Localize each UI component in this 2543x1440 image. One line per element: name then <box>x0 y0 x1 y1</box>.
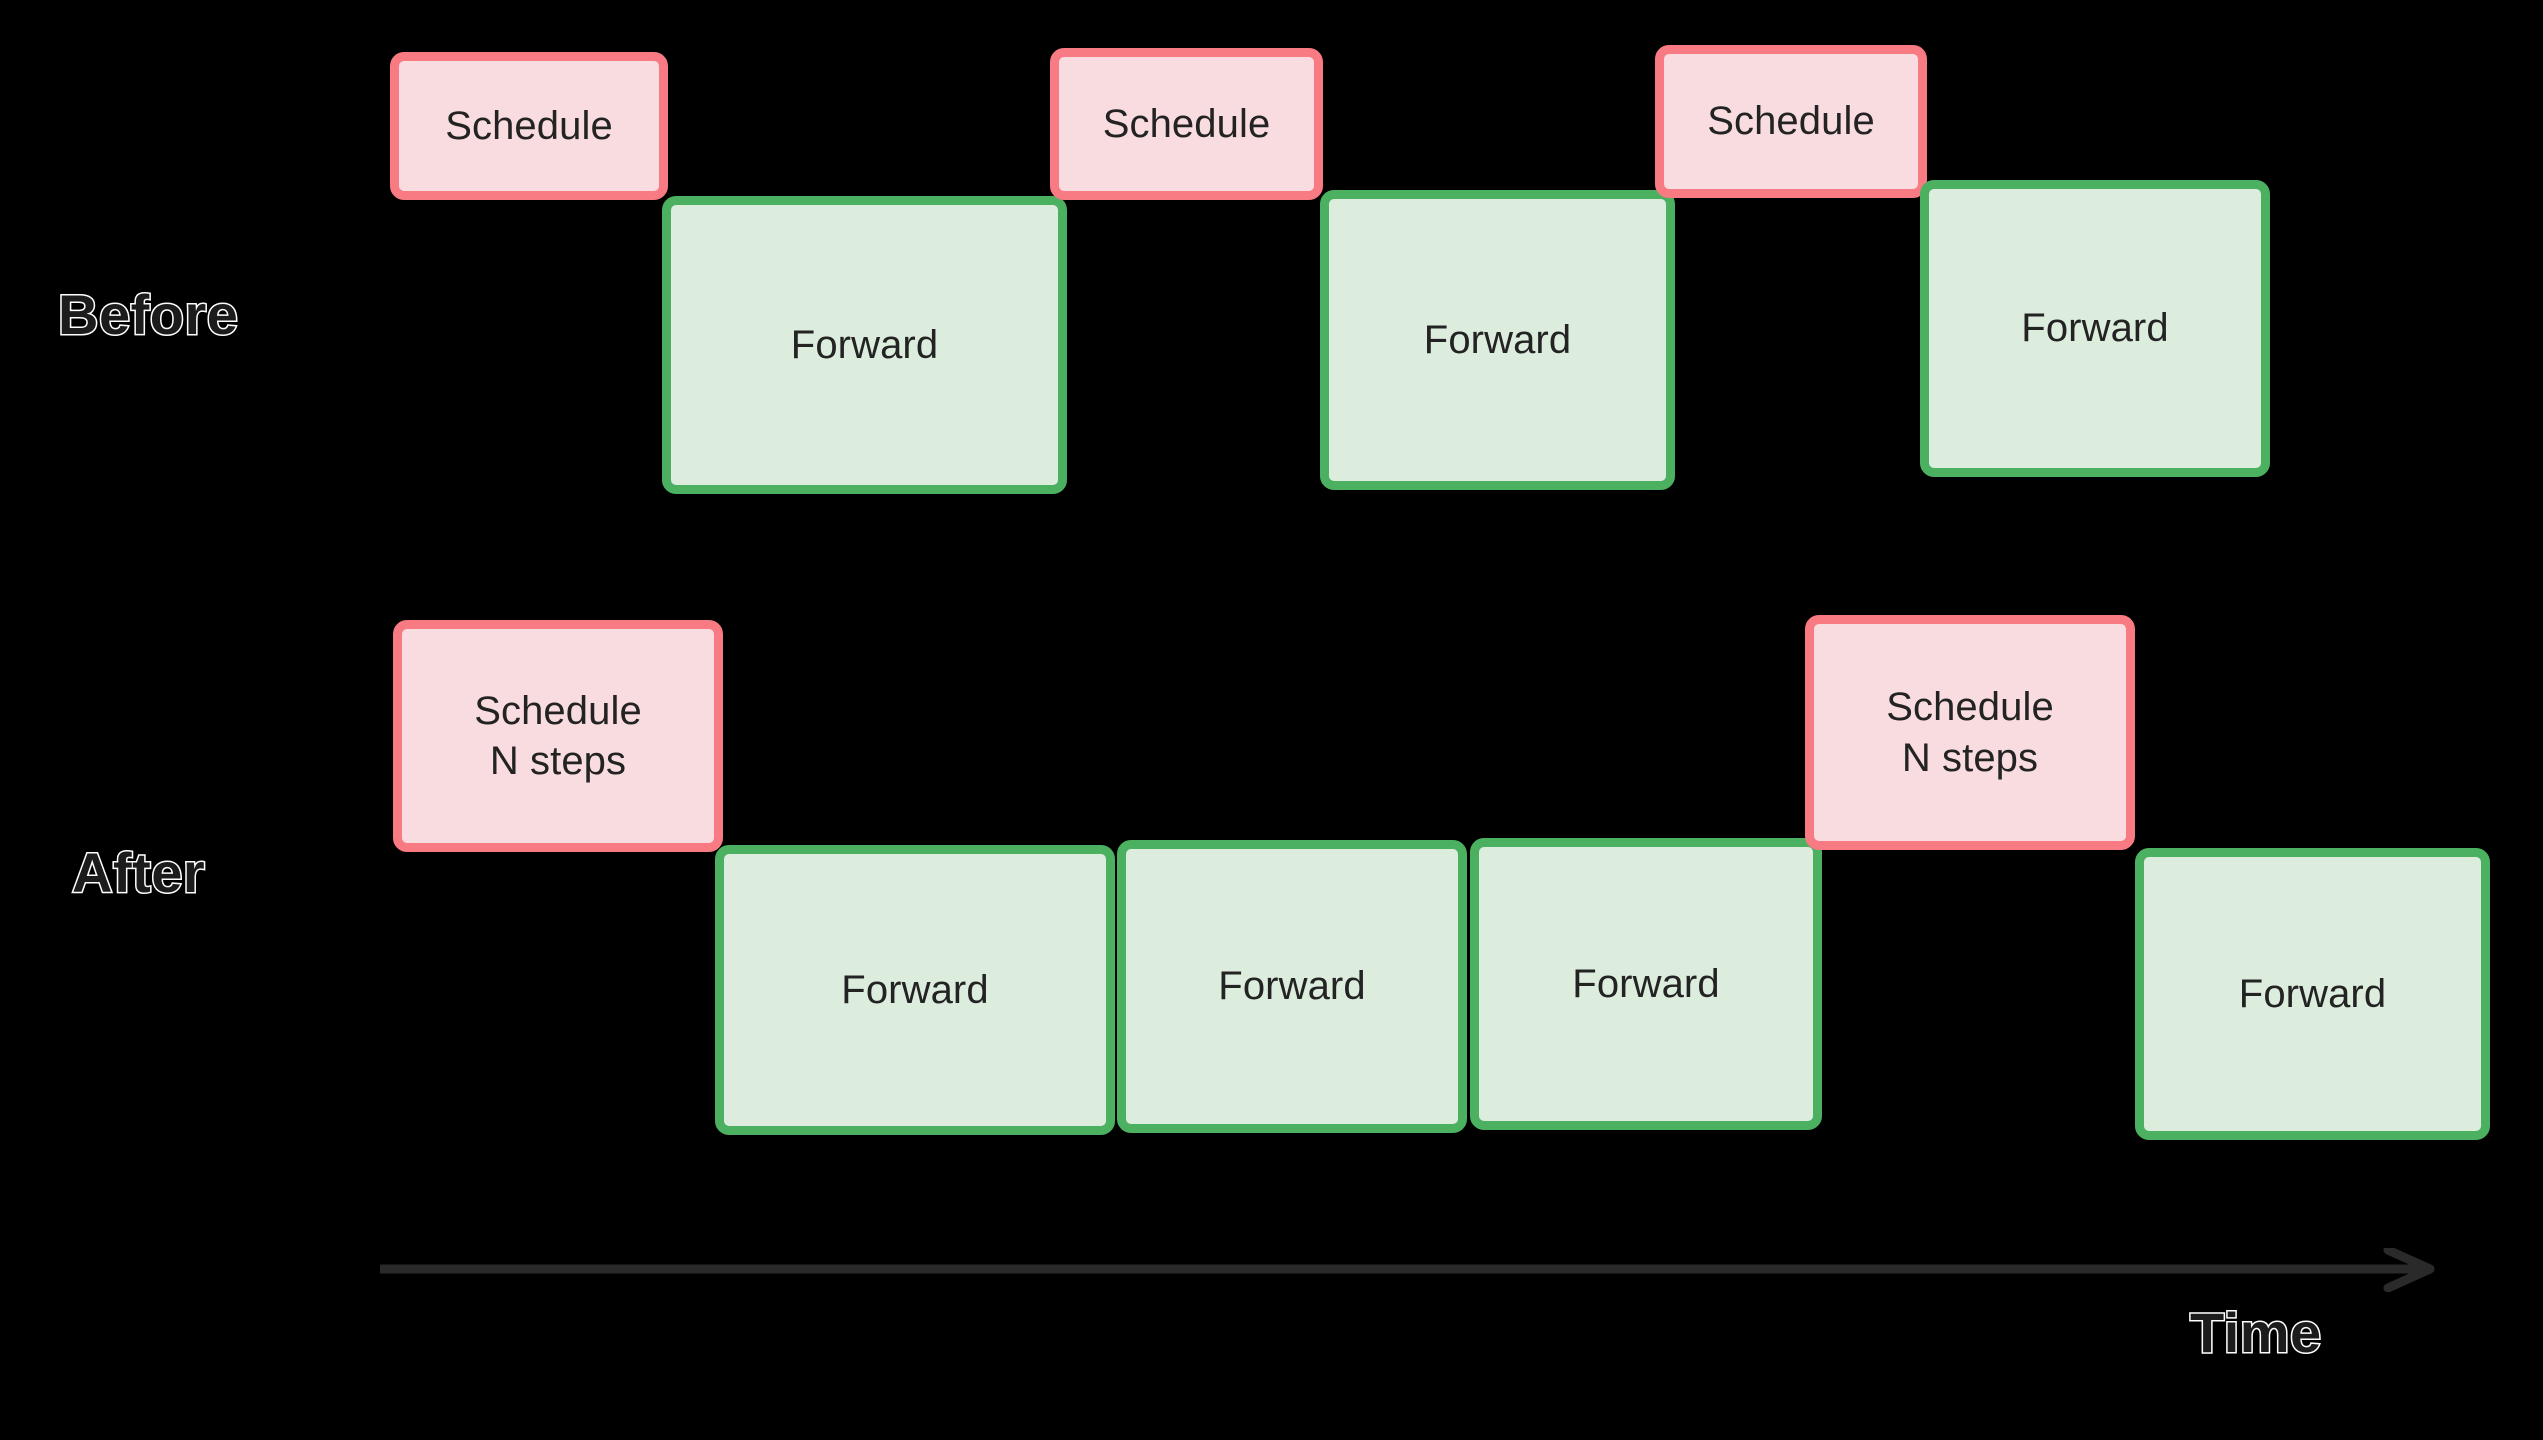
forward-block-label: Forward <box>790 322 939 367</box>
before-forward-block: Forward <box>1320 190 1675 490</box>
before-forward-block: Forward <box>1920 180 2270 477</box>
forward-block-label: Forward <box>1423 317 1572 362</box>
before-schedule-block: Schedule <box>1655 45 1927 198</box>
forward-block-label: Forward <box>2238 971 2387 1016</box>
forward-block-label: Forward <box>841 967 989 1012</box>
time-axis-label: Time <box>2189 1300 2323 1366</box>
after-forward-block: Forward <box>1117 840 1467 1133</box>
schedule-block-label: Schedule <box>1707 99 1875 144</box>
time-axis <box>377 1245 2450 1293</box>
after-forward-block: Forward <box>2135 848 2490 1140</box>
forward-block-label: Forward <box>1572 961 1720 1006</box>
forward-block-label: Forward <box>1218 964 1366 1009</box>
after-schedule-block: Schedule N steps <box>1805 615 2135 850</box>
after-forward-block: Forward <box>715 845 1115 1135</box>
time-arrow-icon <box>377 1245 2435 1293</box>
after-schedule-block: Schedule N steps <box>393 620 723 852</box>
row-label-after: After <box>70 840 206 906</box>
schedule-block-label: Schedule <box>1102 101 1271 146</box>
before-schedule-block: Schedule <box>390 52 668 200</box>
schedule-block-label: Schedule <box>445 103 613 148</box>
forward-block-label: Forward <box>2021 306 2169 351</box>
schedule-block-label: Schedule N steps <box>1886 685 2054 780</box>
row-label-before: Before <box>56 282 239 348</box>
after-forward-block: Forward <box>1470 838 1822 1130</box>
before-forward-block: Forward <box>662 196 1067 494</box>
before-schedule-block: Schedule <box>1050 48 1323 200</box>
schedule-block-label: Schedule N steps <box>474 688 642 783</box>
